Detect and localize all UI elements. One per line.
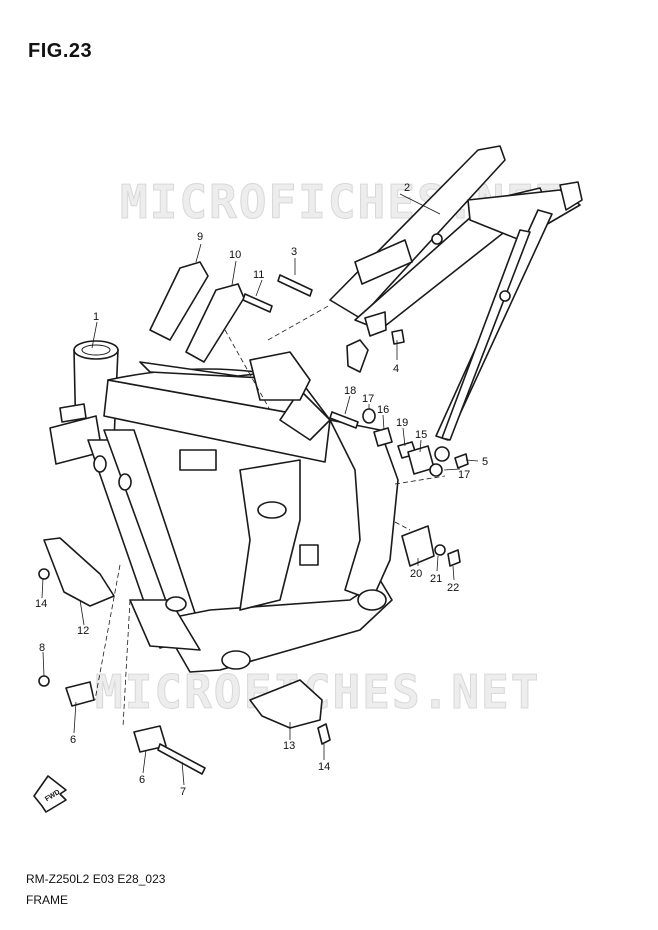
callout-22: 22 bbox=[447, 582, 459, 594]
figure-name: FRAME bbox=[26, 893, 68, 907]
figure-code: RM-Z250L2 E03 E28_023 bbox=[26, 872, 166, 886]
callout-9: 9 bbox=[197, 231, 203, 243]
callout-21: 21 bbox=[430, 573, 442, 585]
callout-18: 18 bbox=[344, 385, 356, 397]
callout-3: 3 bbox=[291, 246, 297, 258]
figure-title: FIG.23 bbox=[28, 40, 93, 62]
leader-lines bbox=[41, 193, 479, 786]
callout-12: 12 bbox=[77, 625, 89, 637]
pivot-collars bbox=[362, 329, 469, 567]
callout-11: 11 bbox=[253, 269, 264, 281]
callout-17a: 17 bbox=[362, 393, 374, 405]
callout-4: 4 bbox=[393, 363, 399, 375]
engine-mount-brackets bbox=[149, 261, 245, 363]
callout-14b: 14 bbox=[318, 761, 330, 773]
callout-16: 16 bbox=[377, 404, 389, 416]
callout-5: 5 bbox=[482, 456, 488, 468]
fwd-arrow: FWD bbox=[33, 775, 67, 813]
rear-subframe bbox=[329, 145, 583, 462]
callout-7: 7 bbox=[180, 786, 186, 798]
callout-6b: 6 bbox=[139, 774, 145, 786]
callout-2: 2 bbox=[404, 182, 410, 194]
lower-guards bbox=[38, 537, 331, 775]
callout-8: 8 bbox=[39, 642, 45, 654]
callout-17b: 17 bbox=[458, 469, 470, 481]
callout-20: 20 bbox=[410, 568, 422, 580]
callout-1: 1 bbox=[93, 311, 99, 323]
callout-15: 15 bbox=[415, 429, 427, 441]
main-frame bbox=[49, 340, 399, 673]
bolts-upper bbox=[242, 274, 359, 429]
callout-10: 10 bbox=[229, 249, 241, 261]
callout-19: 19 bbox=[396, 417, 408, 429]
callout-6a: 6 bbox=[70, 734, 76, 746]
callout-14a: 14 bbox=[35, 598, 47, 610]
callouts: 1 2 3 4 5 6 6 7 8 9 10 11 12 13 14 14 15… bbox=[35, 182, 488, 798]
callout-13: 13 bbox=[283, 740, 295, 752]
